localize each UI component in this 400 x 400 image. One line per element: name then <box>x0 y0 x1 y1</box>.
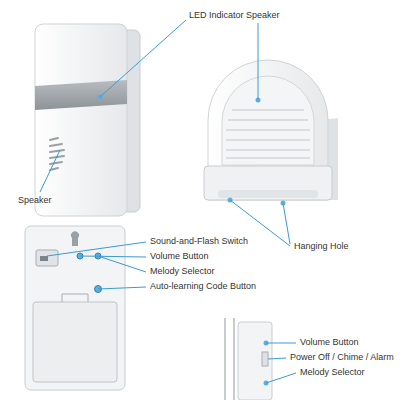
receiver-back <box>25 226 125 390</box>
sensor-side <box>225 318 272 400</box>
leader-lines <box>40 20 296 383</box>
part-label: Melody Selector <box>300 367 365 378</box>
part-label: Power Off / Chime / Alarm <box>290 352 394 363</box>
part-label: Volume Button <box>150 251 209 262</box>
part-label: Melody Selector <box>150 266 215 277</box>
part-label: Volume Button <box>300 337 359 348</box>
part-label: LED Indicator <box>189 10 244 21</box>
part-label: Sound-and-Flash Switch <box>150 236 248 247</box>
part-label: Hanging Hole <box>294 241 349 252</box>
part-label: Speaker <box>18 195 52 206</box>
receiver-front <box>35 24 140 216</box>
part-label: Speaker <box>246 10 280 21</box>
sensor-front <box>204 60 338 206</box>
part-label: Auto-learning Code Button <box>150 281 256 292</box>
